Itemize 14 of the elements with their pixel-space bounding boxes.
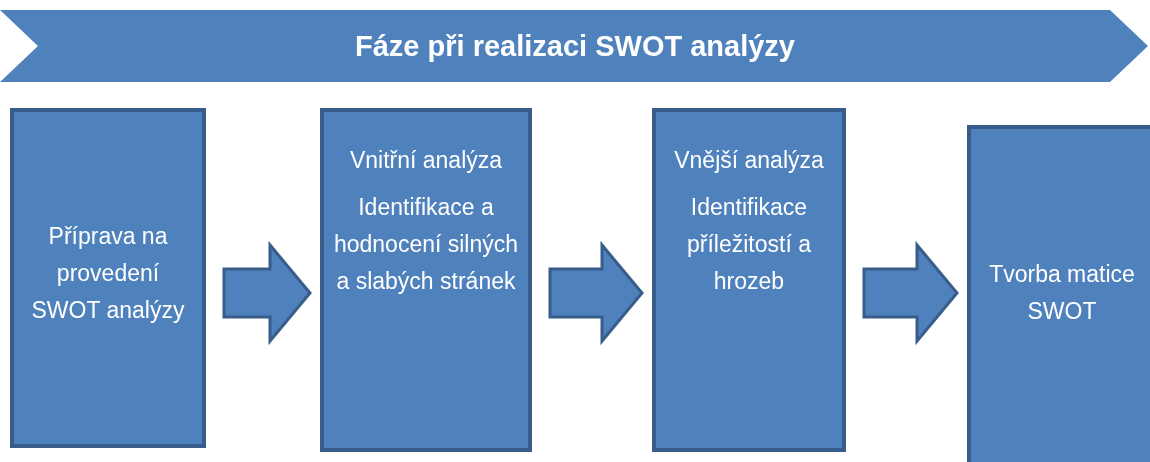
box-text: Identifikace a hodnocení silných a slabých stránek <box>332 193 520 296</box>
box-text: Vnější analýza <box>674 146 824 175</box>
block-arrow <box>548 240 644 346</box>
process-box <box>10 108 206 448</box>
banner-title: Fáze při realizaci SWOT analýzy <box>355 29 795 63</box>
box-text: Příprava na provedení SWOT analýzy <box>30 221 186 325</box>
box-text: Identifikace příležitostí a hrozeb <box>686 193 812 296</box>
process-box <box>652 108 846 452</box>
block-arrow <box>862 240 959 346</box>
box-text: Tvorba matice SWOT <box>988 259 1136 326</box>
process-box <box>967 125 1150 462</box>
box-text: Vnitřní analýza <box>349 146 503 175</box>
process-box <box>320 108 532 452</box>
block-arrow <box>222 240 312 346</box>
